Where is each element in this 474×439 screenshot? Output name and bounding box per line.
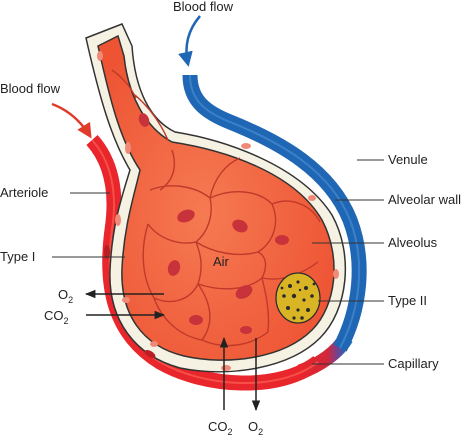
red-blood-cells [104,245,156,358]
venule-label: Venule [388,152,428,167]
capillary-label: Capillary [388,356,439,371]
type-ii-label: Type II [388,293,427,308]
type-i-nuclei [138,113,289,334]
blood-flow-label-left: Blood flow [0,81,61,96]
arteriole-label: Arteriole [0,185,48,200]
air-label: Air [213,254,230,269]
wall-nuclei [97,51,339,371]
o2-label-bottom: O2 [248,419,263,437]
type-ii-cell [275,272,321,324]
venule-lumen [189,74,361,349]
co2-label-bottom: CO2 [208,419,233,437]
alveolus-label: Alveolus [388,235,438,250]
co2-label-left: CO2 [44,308,69,326]
blood-flow-label-top: Blood flow [173,0,234,14]
leader-lines [52,159,384,365]
type-i-label: Type I [0,249,35,264]
o2-label-left: O2 [58,287,73,305]
curved-arrow-right-icon [51,102,92,139]
curved-arrow-down-icon [178,15,201,67]
alveolar-wall-label: Alveolar wall [388,192,461,207]
